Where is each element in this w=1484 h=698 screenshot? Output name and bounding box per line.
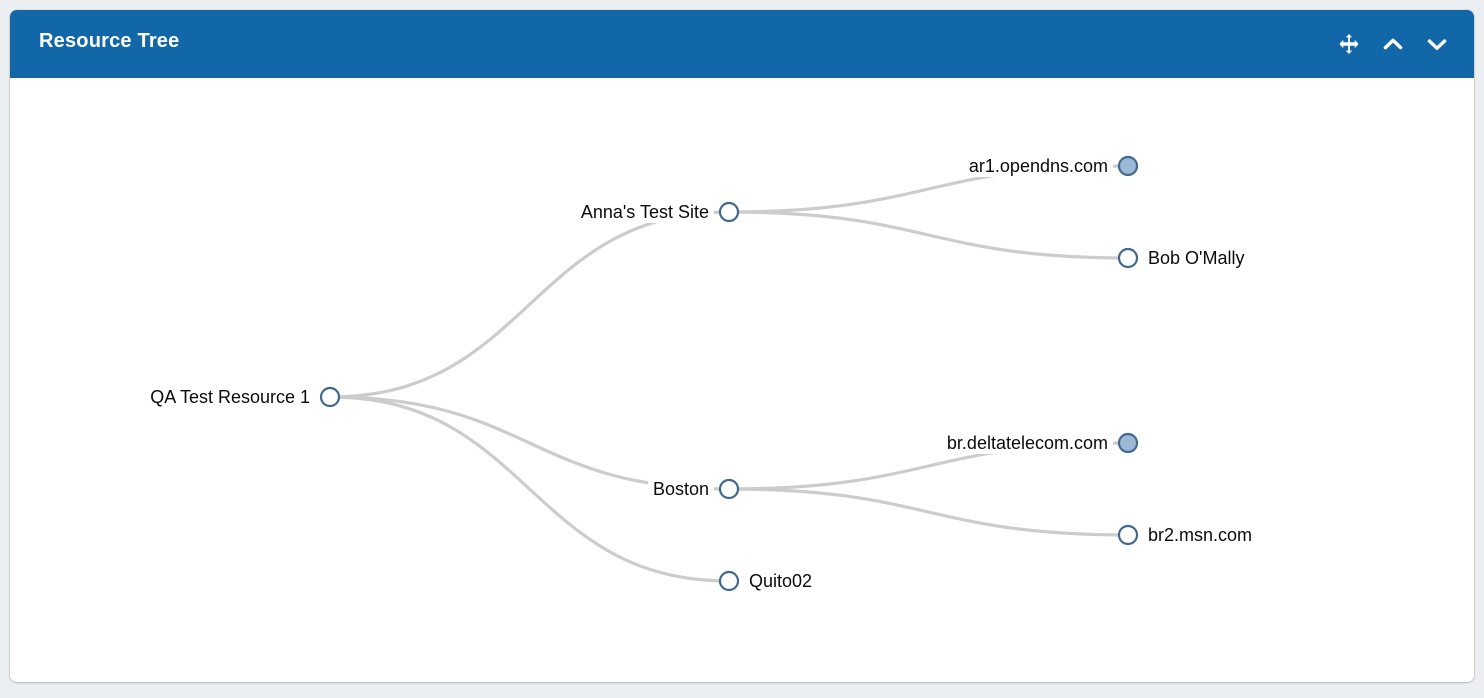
tree-links (328, 164, 1130, 583)
chevron-up-icon[interactable] (1378, 29, 1408, 59)
resource-tree-panel: Resource Tree QA Test Res (10, 10, 1474, 682)
tree-node-br-deltatelecom-com[interactable] (1117, 432, 1139, 454)
tree-link (727, 210, 1130, 260)
tree-node-ar1-opendns-com[interactable] (1117, 155, 1139, 177)
panel-header-tools (1334, 10, 1452, 78)
tree-node-label-annas-test-site: Anna's Test Site (575, 201, 714, 223)
tree-graph (319, 155, 1139, 592)
tree-node-br2-msn-com[interactable] (1117, 524, 1139, 546)
tree-link (328, 210, 731, 399)
tree-node-qa-test-resource-1[interactable] (319, 386, 341, 408)
tree-node-boston[interactable] (718, 478, 740, 500)
tree-node-label-ar1-opendns-com: ar1.opendns.com (963, 155, 1113, 177)
tree-node-annas-test-site[interactable] (718, 201, 740, 223)
tree-canvas[interactable]: QA Test Resource 1 Anna's Test Site ar1.op… (10, 78, 1474, 682)
tree-node-label-br-deltatelecom-com: br.deltatelecom.com (941, 432, 1113, 454)
tree-node-label-quito02: Quito02 (744, 570, 818, 592)
tree-node-label-br2-msn-com: br2.msn.com (1143, 524, 1258, 546)
tree-node-label-qa-test-resource-1: QA Test Resource 1 (145, 386, 315, 408)
tree-nodes (319, 155, 1139, 592)
chevron-down-icon[interactable] (1422, 29, 1452, 59)
tree-link (328, 395, 731, 583)
page-title: Resource Tree (39, 30, 180, 52)
tree-link (328, 395, 731, 491)
tree-node-bob-omally[interactable] (1117, 247, 1139, 269)
tree-link (727, 487, 1130, 537)
tree-node-quito02[interactable] (718, 570, 740, 592)
move-icon[interactable] (1334, 29, 1364, 59)
tree-node-label-boston: Boston (647, 478, 714, 500)
panel-header: Resource Tree (10, 10, 1474, 78)
tree-node-label-bob-omally: Bob O'Mally (1143, 247, 1250, 269)
